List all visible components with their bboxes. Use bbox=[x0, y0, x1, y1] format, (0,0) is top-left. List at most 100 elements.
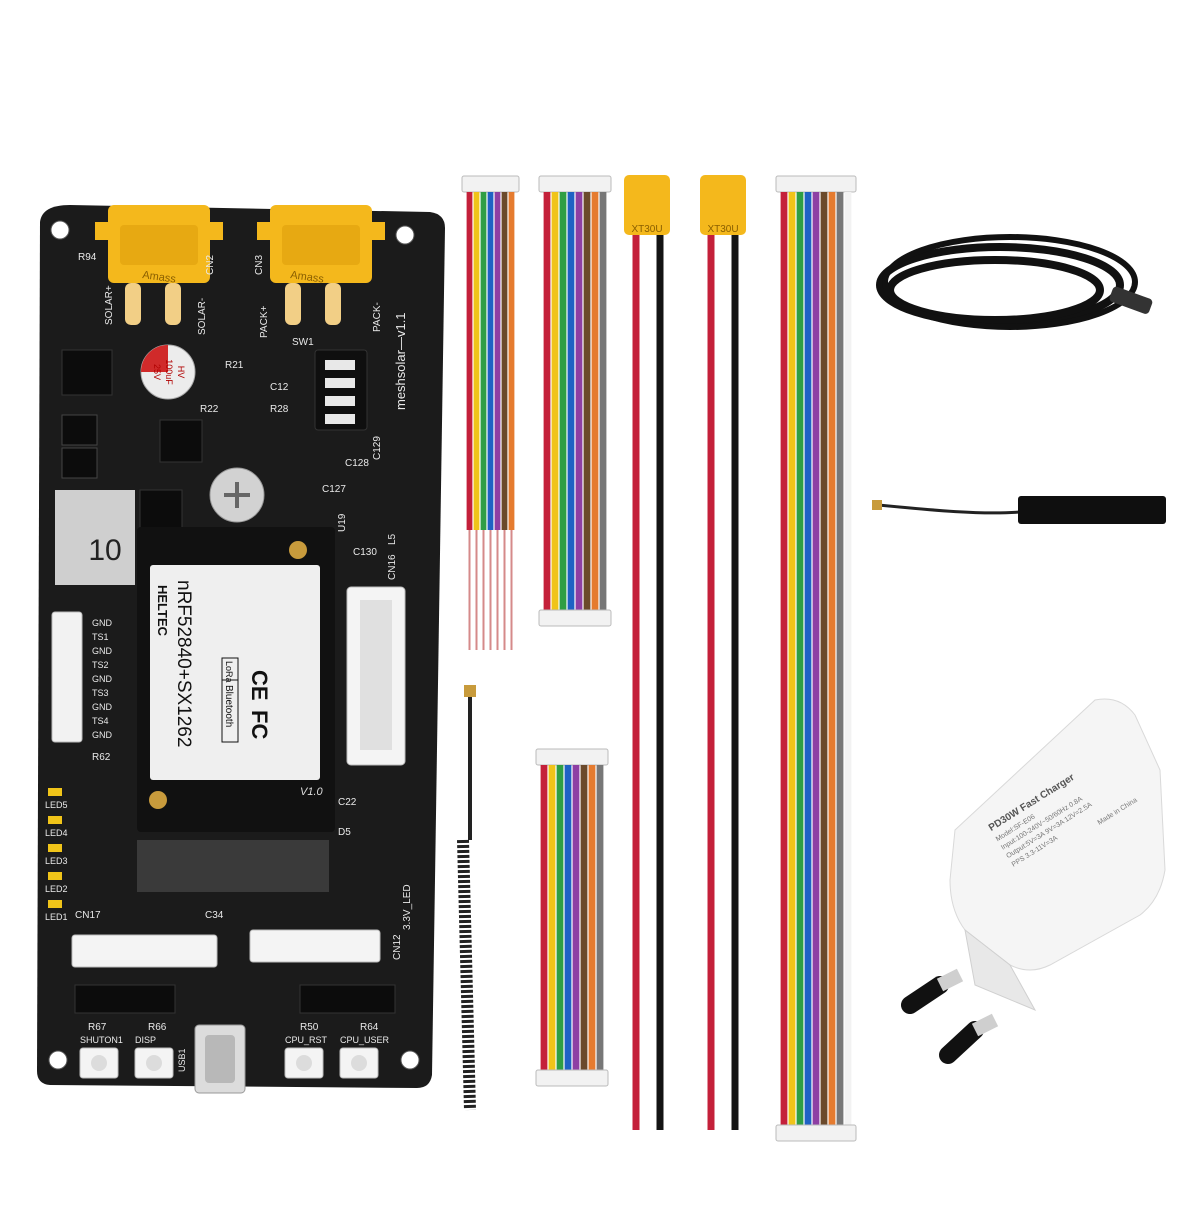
board-model-label: meshsolar—v1.1 bbox=[393, 312, 408, 410]
tactile-button-cap bbox=[91, 1055, 107, 1071]
cn9-pin-label: GND bbox=[92, 646, 113, 656]
button-label: DISP bbox=[135, 1035, 156, 1045]
label-pack-plus: PACK+ bbox=[259, 306, 270, 338]
ref-c12: C12 bbox=[270, 382, 289, 393]
ref-c34: C34 bbox=[205, 910, 224, 921]
button-label: USB1 bbox=[177, 1048, 187, 1072]
label-solar-plus: SOLAR+ bbox=[104, 285, 115, 325]
diode bbox=[61, 447, 98, 479]
ref-cn17: CN17 bbox=[75, 910, 101, 921]
jst-plug bbox=[538, 175, 612, 193]
chip bbox=[159, 419, 203, 463]
jst-ribbon-cables bbox=[461, 175, 857, 1142]
ref-r64: R64 bbox=[360, 1022, 379, 1033]
ref-u19: U19 bbox=[337, 513, 348, 532]
module-version: V1.0 bbox=[300, 786, 324, 798]
badge-lora: LoRa bbox=[224, 661, 234, 683]
bottom-connector-right bbox=[249, 929, 381, 963]
spring-antenna bbox=[457, 685, 476, 1111]
label-solar-minus: SOLAR- bbox=[197, 298, 208, 335]
cn9-pin-label: GND bbox=[92, 730, 113, 740]
chip bbox=[139, 489, 183, 529]
ref-r62: R62 bbox=[92, 752, 111, 763]
ref-l5: L5 bbox=[387, 533, 398, 545]
cn9-pin-label: TS4 bbox=[92, 716, 109, 726]
jst-plug bbox=[775, 1124, 857, 1142]
cn9-pin-label: TS1 bbox=[92, 632, 109, 642]
solar-conn-brand: Amass bbox=[142, 269, 177, 286]
heltec-module: HELTEC nRF52840+SX1262 Bluetooth LoRa CE… bbox=[137, 527, 335, 892]
led bbox=[48, 816, 62, 824]
pin-header bbox=[74, 984, 176, 1014]
button-label: CPU_RST bbox=[285, 1035, 328, 1045]
led bbox=[48, 900, 62, 908]
usb-wall-charger: PD30W Fast Charger Model:SF-E06 Input:10… bbox=[901, 698, 1166, 1064]
jst-plug bbox=[538, 609, 612, 627]
led-label: LED2 bbox=[45, 884, 68, 894]
cn9-pin-label: TS3 bbox=[92, 688, 109, 698]
badge-bluetooth: Bluetooth bbox=[223, 685, 234, 727]
cert-fc: FC bbox=[247, 710, 272, 739]
fpc-antenna bbox=[872, 496, 1166, 524]
label-cn3: CN3 bbox=[254, 255, 265, 275]
module-model: nRF52840+SX1262 bbox=[173, 580, 194, 747]
label-pack-minus: PACK- bbox=[372, 302, 383, 332]
ribbon-cable-medium bbox=[538, 175, 612, 627]
usb-cable-coil bbox=[876, 234, 1153, 330]
jst-plug bbox=[535, 1069, 609, 1087]
cn9-pin-label: TS2 bbox=[92, 660, 109, 670]
ref-led-3v3: 3.3V_LED bbox=[402, 884, 413, 930]
mount-hole bbox=[48, 1050, 68, 1070]
led-label: LED3 bbox=[45, 856, 68, 866]
xt30-cable-pair-2: XT30U bbox=[700, 175, 746, 1130]
jst-plug bbox=[461, 175, 520, 193]
diode bbox=[61, 414, 98, 446]
ref-c127: C127 bbox=[322, 484, 346, 495]
ref-c22: C22 bbox=[338, 797, 357, 808]
mount-hole bbox=[50, 220, 70, 240]
cap-value: 100uF bbox=[164, 359, 174, 385]
led bbox=[48, 788, 62, 796]
ref-c129: C129 bbox=[372, 436, 383, 460]
led bbox=[48, 844, 62, 852]
pin-header bbox=[299, 984, 396, 1014]
ref-c128: C128 bbox=[345, 458, 369, 469]
ref-r50: R50 bbox=[300, 1022, 319, 1033]
jst-plug bbox=[535, 748, 609, 766]
tactile-button-cap bbox=[296, 1055, 312, 1071]
solar-xt30-connector: Amass bbox=[95, 205, 223, 325]
tactile-button-cap bbox=[351, 1055, 367, 1071]
label-sw1: SW1 bbox=[292, 337, 314, 348]
ribbon-cable-long bbox=[775, 175, 857, 1142]
pack-xt30-connector: Amass bbox=[257, 205, 385, 325]
xt30-label: XT30U bbox=[631, 224, 662, 235]
meshsolar-board: Amass Amass SOLAR+ SOLAR- CN2 CN3 PACK+ … bbox=[37, 205, 445, 1094]
led-label: LED4 bbox=[45, 828, 68, 838]
ref-r28: R28 bbox=[270, 404, 289, 415]
sticker-number: 10 bbox=[88, 534, 121, 567]
cn9-pin-label: GND bbox=[92, 702, 113, 712]
button-label: CPU_USER bbox=[340, 1035, 390, 1045]
label-cn2: CN2 bbox=[205, 255, 216, 275]
cap-hv: HV bbox=[176, 366, 186, 379]
ufl-connector bbox=[289, 541, 307, 559]
m2-slot bbox=[137, 840, 329, 892]
cn9-connector bbox=[51, 611, 83, 743]
cap-voltage: 25V bbox=[152, 364, 162, 380]
bottom-connector-left bbox=[71, 934, 218, 968]
ref-cn16: CN16 bbox=[387, 554, 398, 580]
module-brand: HELTEC bbox=[155, 585, 170, 637]
cn9-pin-label: GND bbox=[92, 618, 113, 628]
number-sticker bbox=[55, 490, 135, 585]
mount-hole bbox=[400, 1050, 420, 1070]
led bbox=[48, 872, 62, 880]
electrolytic-capacitor: HV 100uF 25V bbox=[140, 344, 196, 400]
ref-cn12: CN12 bbox=[392, 934, 403, 960]
cn9-pin-label: GND bbox=[92, 674, 113, 684]
ref-r22: R22 bbox=[200, 404, 219, 415]
